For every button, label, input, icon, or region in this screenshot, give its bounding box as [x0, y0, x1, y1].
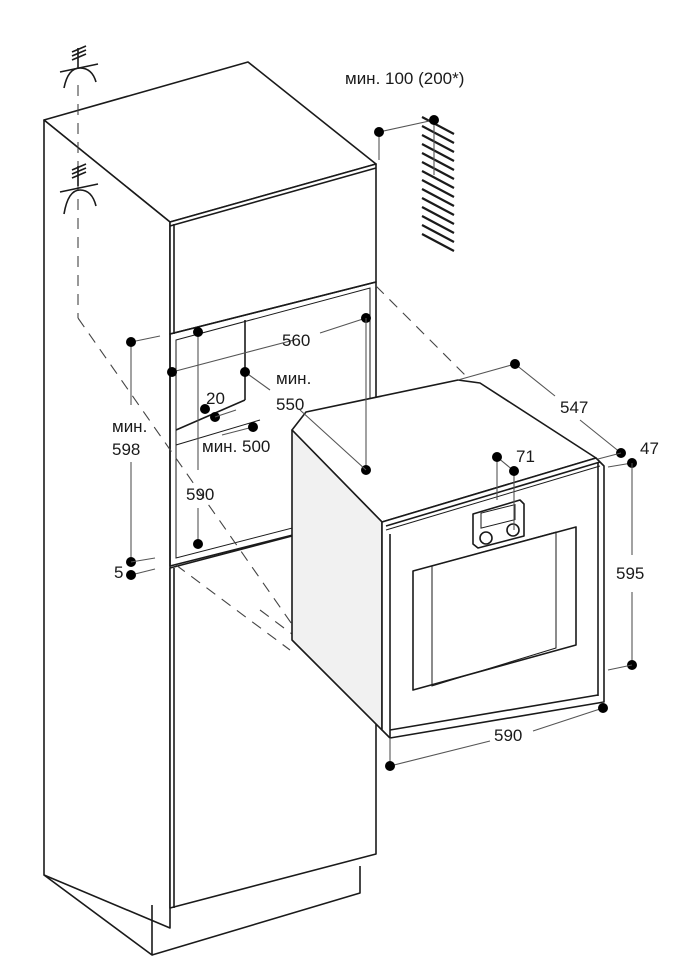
label-clearance-top: мин. 100 (200*) [345, 69, 464, 88]
wall-hatching [421, 116, 455, 252]
oven [291, 379, 605, 739]
label-niche-height-min-value: 598 [112, 440, 140, 459]
label-base-gap: 5 [114, 563, 123, 582]
label-oven-height: 595 [616, 564, 644, 583]
electrical-outlet-icon [59, 45, 311, 651]
knob-right-icon [506, 523, 520, 537]
control-panel [472, 499, 525, 549]
knob-left-icon [479, 531, 493, 545]
label-door-thickness: 47 [640, 439, 659, 458]
label-niche-height: 590 [186, 485, 214, 504]
dimension-lines [126, 115, 637, 771]
label-control-panel-offset: 71 [516, 447, 535, 466]
label-vent-gap: 20 [206, 389, 225, 408]
label-vent-depth: мин. 500 [202, 437, 270, 456]
label-oven-depth: 547 [560, 398, 588, 417]
label-niche-width: 560 [282, 331, 310, 350]
label-niche-height-min-word: мин. [112, 417, 147, 436]
label-niche-depth-min-value: 550 [276, 395, 304, 414]
label-oven-width: 590 [494, 726, 522, 745]
label-niche-depth-min-word: мин. [276, 369, 311, 388]
